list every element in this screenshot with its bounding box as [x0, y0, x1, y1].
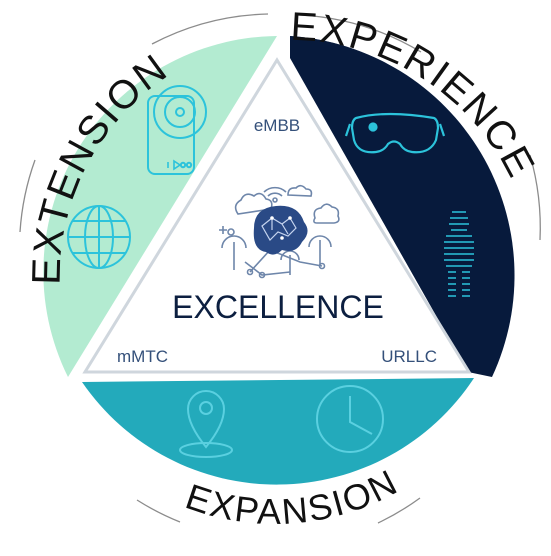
outer-ring	[19, 13, 541, 524]
location-pin-icon	[179, 390, 233, 458]
corner-label-mmtc: mMTC	[117, 347, 168, 366]
brain-shape	[253, 205, 308, 255]
globe-icon	[67, 205, 131, 269]
expansion-sector	[82, 378, 474, 485]
corner-label-urllc: URLLC	[381, 347, 437, 366]
extension-sector	[43, 36, 277, 377]
ai-brain-network-icon	[219, 184, 340, 279]
corner-label-embb: eMBB	[254, 116, 300, 135]
center-title: EXCELLENCE	[172, 289, 384, 325]
vr-headset-icon	[344, 112, 446, 154]
smart-speaker-icon	[147, 85, 207, 175]
clock-icon	[316, 385, 384, 453]
experience-sector-fill	[290, 36, 515, 377]
digital-human-icon	[444, 211, 474, 297]
